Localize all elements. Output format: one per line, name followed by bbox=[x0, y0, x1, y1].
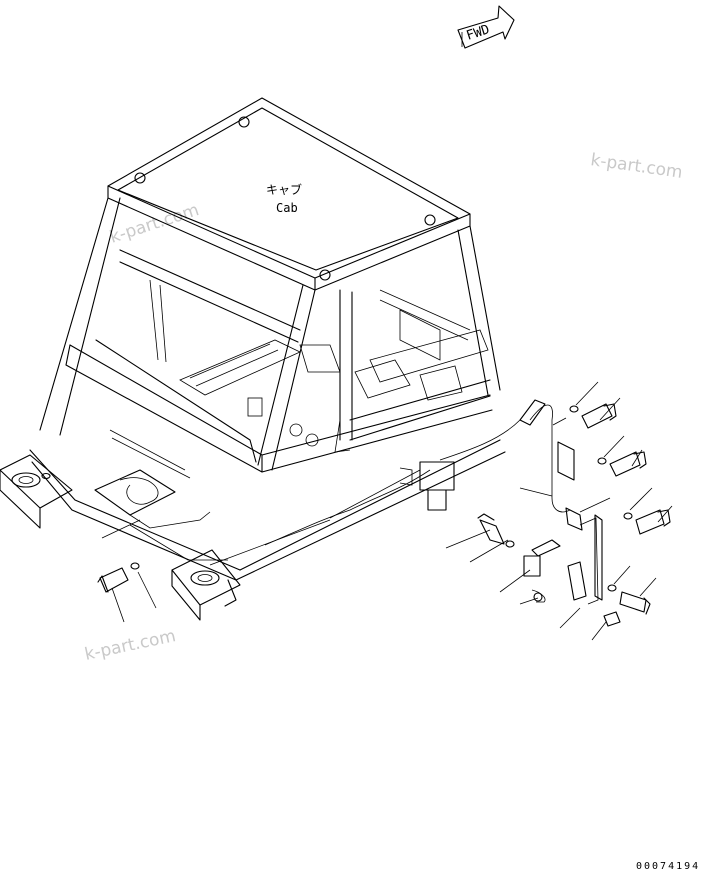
washer-icon bbox=[597, 457, 607, 465]
drawing-code: 00074194 bbox=[636, 861, 700, 872]
cab-body bbox=[65, 339, 493, 479]
cab-label-japanese: キャブ bbox=[266, 182, 302, 197]
washer-icon bbox=[623, 512, 633, 520]
bolt-icon bbox=[97, 567, 129, 593]
cab-interior bbox=[149, 279, 489, 453]
bolt-icon bbox=[581, 403, 617, 429]
bolt-icon bbox=[635, 509, 671, 535]
leader-lines bbox=[101, 381, 673, 641]
left-harness-bracket bbox=[94, 469, 228, 561]
washer-icon bbox=[569, 405, 579, 413]
bolt-icon bbox=[609, 451, 647, 477]
watermark-bottom-left: k-part.com bbox=[83, 626, 178, 665]
fwd-arrow-icon: FWD bbox=[457, 5, 515, 49]
connector-bracket bbox=[523, 539, 587, 603]
washer-icon bbox=[130, 562, 140, 570]
right-harness-assembly bbox=[519, 399, 611, 605]
washer-icon bbox=[607, 584, 617, 592]
watermark-top-right: k-part.com bbox=[589, 150, 683, 183]
bolt-icon bbox=[477, 513, 505, 545]
cab-label-english: Cab bbox=[276, 201, 298, 215]
rear-mount bbox=[171, 549, 241, 621]
nut-icon bbox=[603, 611, 621, 627]
cab-pillars bbox=[39, 197, 501, 471]
cab-label: キャブ Cab bbox=[266, 182, 302, 215]
left-mount bbox=[0, 454, 73, 529]
frame-harness bbox=[264, 419, 521, 546]
fasteners bbox=[97, 403, 671, 627]
watermark-cab: k-part.com bbox=[107, 200, 201, 248]
bolt-icon bbox=[619, 591, 651, 615]
fwd-label: FWD bbox=[465, 22, 492, 44]
washer-icon bbox=[505, 540, 515, 548]
